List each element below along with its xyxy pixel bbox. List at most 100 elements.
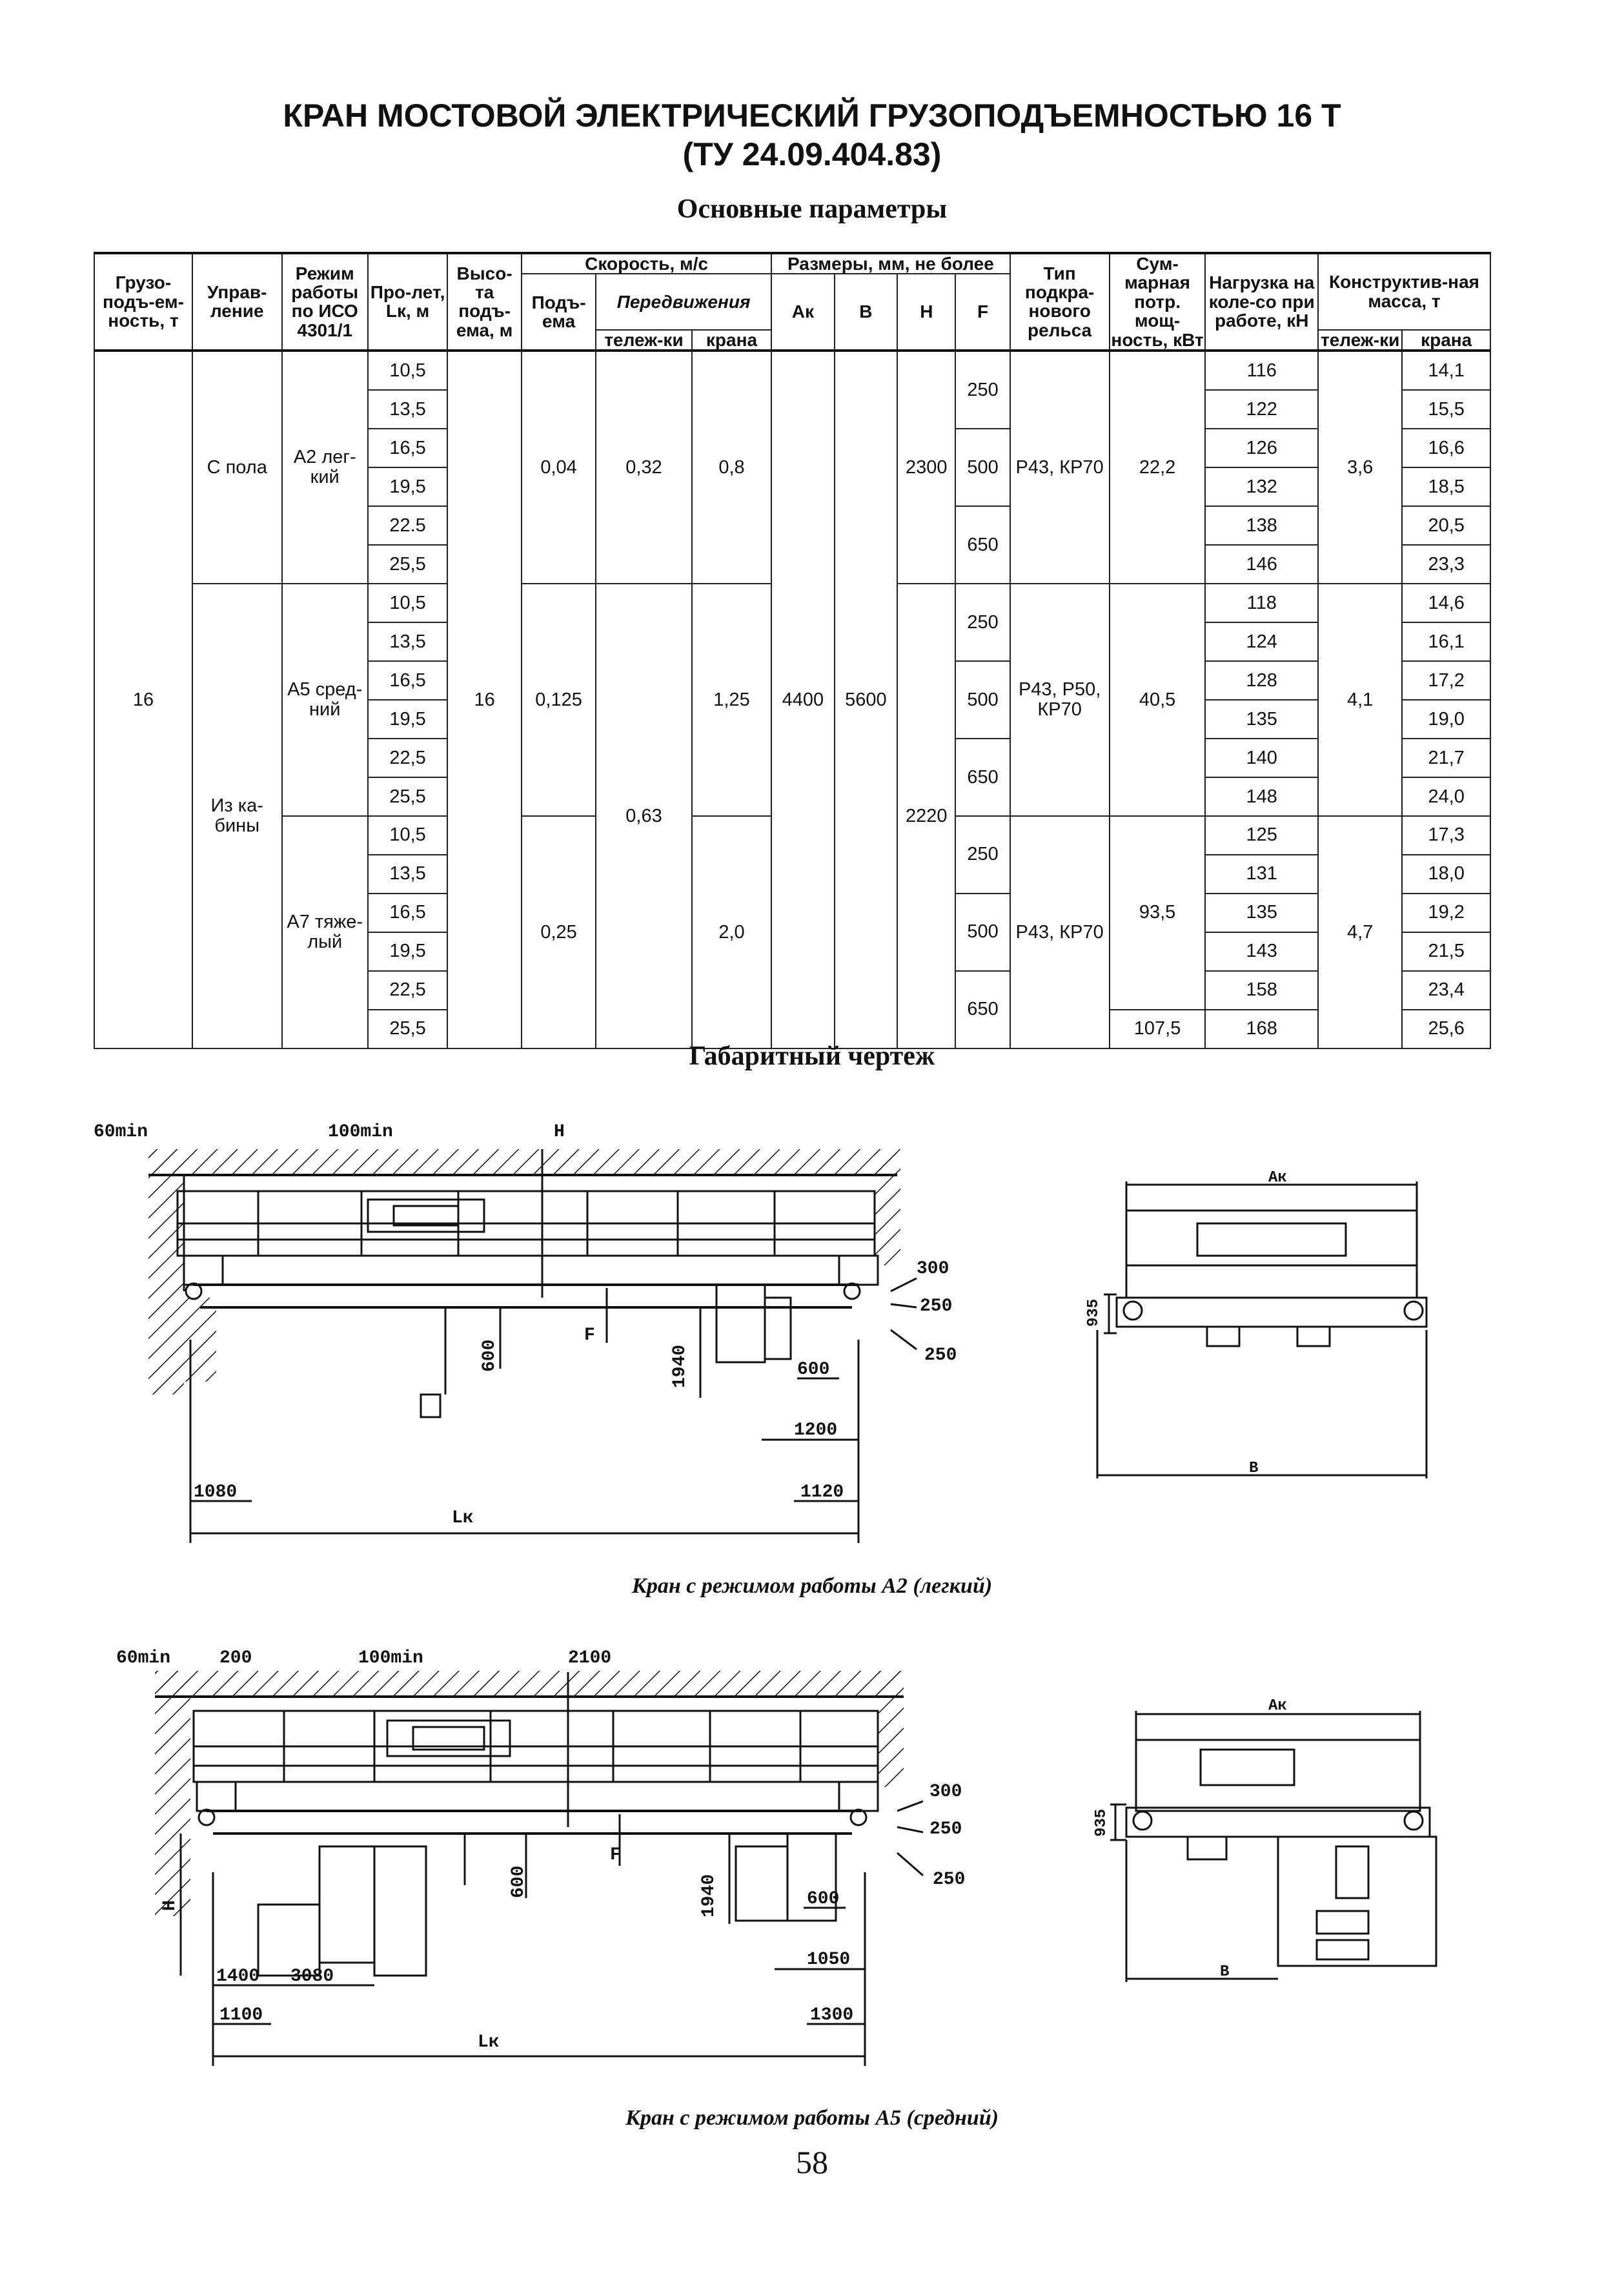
cell-lift-a7: 0,25 — [521, 815, 597, 1049]
cell-power-a2: 22,2 — [1108, 349, 1206, 584]
table-row: Из ка-бины А5 сред-ний 10,5 0,125 0,63 1… — [94, 582, 1491, 1049]
dim-935: 935 — [1093, 1809, 1110, 1837]
crane-a5-side-view — [1110, 1711, 1437, 1982]
header-dims: Размеры, мм, не более — [771, 251, 1011, 275]
cell-load: 140 — [1204, 737, 1319, 778]
cell-load: 168 — [1204, 1008, 1319, 1049]
cell-span: 22.5 — [367, 505, 449, 546]
drawing-a5-caption: Кран с режимом работы А5 (средний) — [625, 2106, 999, 2130]
cell-mass: 23,3 — [1401, 544, 1491, 584]
cell-mode-a7: А7 тяже-лый — [281, 815, 369, 1049]
dim-b: В — [1249, 1460, 1258, 1477]
cell-b: 5600 — [833, 349, 898, 1049]
table-row: 16,5 500 135 19,2 — [94, 892, 1491, 972]
table-row: 22.5 650 138 20,5 — [94, 505, 1491, 584]
dim-60min: 60min — [94, 1122, 148, 1142]
header-lift: Подъ-ема — [521, 273, 597, 351]
cell-span: 10,5 — [367, 582, 449, 623]
cell-span: 25,5 — [367, 1008, 449, 1049]
table-row: 13,5 124 16,1 — [94, 621, 1491, 662]
cell-trolley-a2: 0,32 — [595, 349, 693, 584]
cell-span: 19,5 — [367, 699, 449, 739]
header-power: Сум-марная потр. мощ-ность, кВт — [1108, 252, 1206, 351]
cell-load: 135 — [1204, 892, 1319, 933]
cell-mass: 25,6 — [1401, 1008, 1491, 1049]
dim-1940: 1940 — [699, 1874, 719, 1917]
cell-mode-a2: А2 лег-кий — [281, 349, 369, 584]
cell-load: 126 — [1204, 428, 1319, 468]
crane-a5-dimensions: 60min 200 100min 2100 300 250 250 600 19… — [116, 1648, 965, 2052]
dim-b: В — [1220, 1963, 1229, 1981]
cell-span: 19,5 — [367, 467, 449, 507]
table-row: 22,5 650 140 21,7 — [94, 737, 1491, 817]
page-number: 58 — [796, 2144, 828, 2180]
dim-250-top: 250 — [929, 1819, 962, 1839]
dim-ak: Ак — [1268, 1169, 1287, 1187]
table-row: 16 С пола А2 лег-кий 10,5 16 0,04 0,32 0… — [94, 349, 1491, 1049]
table-row: 19,5 132 18,5 — [94, 467, 1491, 507]
cell-f: 650 — [955, 505, 1011, 584]
dim-h: H — [554, 1122, 565, 1142]
cell-mass: 18,5 — [1401, 467, 1491, 507]
cell-load: 132 — [1204, 467, 1319, 507]
header-trolley: тележ-ки — [595, 329, 693, 351]
cell-crane-a7: 2,0 — [691, 815, 773, 1049]
cell-load: 116 — [1204, 349, 1319, 391]
cell-mass: 18,0 — [1401, 853, 1491, 894]
cell-load: 158 — [1204, 970, 1319, 1010]
table-row: 25,5 107,5 168 25,6 — [94, 1008, 1491, 1049]
header-mode: Режим работы по ИСО 4301/1 — [281, 252, 369, 351]
dim-f: F — [584, 1325, 595, 1345]
cell-lift-a5: 0,125 — [521, 582, 597, 817]
header-speed: Скорость, м/с — [521, 251, 773, 275]
table-row: 25,5 148 24,0 — [94, 776, 1491, 817]
header-mass-crane: крана — [1401, 329, 1491, 351]
table-row: 13,5 122 15,5 — [94, 389, 1491, 430]
crane-a5-front-view — [155, 1671, 924, 2066]
cell-load: 118 — [1204, 582, 1319, 623]
cell-mass: 16,1 — [1401, 621, 1491, 662]
dim-1080: 1080 — [194, 1482, 237, 1502]
cell-mass: 23,4 — [1401, 970, 1491, 1010]
cell-span: 25,5 — [367, 544, 449, 584]
cell-power-a7: 93,5 — [1108, 815, 1206, 1010]
cell-load: 124 — [1204, 621, 1319, 662]
dim-300: 300 — [917, 1259, 949, 1279]
cell-load: 131 — [1204, 853, 1319, 894]
table-row: 22,5 650 158 23,4 — [94, 970, 1491, 1049]
cell-mass-trolley-a5: 4,1 — [1317, 582, 1403, 817]
cell-mass: 16,6 — [1401, 428, 1491, 468]
table-header: Грузо-подъ-ем-ность, т Управ-ление Режим… — [94, 251, 1492, 351]
cell-span: 10,5 — [367, 815, 449, 855]
dim-f: F — [610, 1845, 621, 1865]
dim-lk: Lк — [478, 2032, 500, 2052]
cell-crane-a2: 0,8 — [691, 349, 773, 584]
cell-span: 13,5 — [367, 389, 449, 430]
header-wheel-load: Нагрузка на коле-со при работе, кН — [1204, 252, 1319, 351]
dim-1400: 1400 — [216, 1967, 259, 1987]
dim-300: 300 — [929, 1782, 962, 1802]
cell-control-floor: С пола — [191, 349, 283, 584]
cell-mass: 15,5 — [1401, 389, 1491, 430]
crane-a5-side-dimensions: Ак 935 В — [1093, 1697, 1287, 1981]
header-height: Высо-та подъ-ема, м — [447, 252, 523, 351]
cell-h-a5a7: 2220 — [897, 582, 957, 1049]
header-mass: Конструктив-ная масса, т — [1317, 252, 1492, 331]
dim-1100: 1100 — [219, 2005, 263, 2025]
cell-capacity: 16 — [94, 349, 193, 1049]
cell-rail-a7: Р43, КР70 — [1009, 815, 1110, 1049]
cell-span: 16,5 — [367, 892, 449, 933]
header-b: В — [833, 273, 898, 351]
header-mass-trolley: тележ-ки — [1317, 329, 1403, 351]
cell-span: 16,5 — [367, 428, 449, 468]
cell-height: 16 — [447, 349, 523, 1049]
cell-power-a5: 40,5 — [1108, 582, 1206, 817]
cell-span: 25,5 — [367, 776, 449, 817]
parameters-table: Грузо-подъ-ем-ность, т Управ-ление Режим… — [94, 251, 1492, 1049]
cell-mass: 14,6 — [1401, 582, 1491, 623]
dim-250-bottom: 250 — [924, 1345, 957, 1365]
header-ak: Ак — [771, 273, 835, 351]
cell-rail-a5: Р43, Р50, КР70 — [1009, 582, 1110, 817]
cell-span: 16,5 — [367, 660, 449, 700]
